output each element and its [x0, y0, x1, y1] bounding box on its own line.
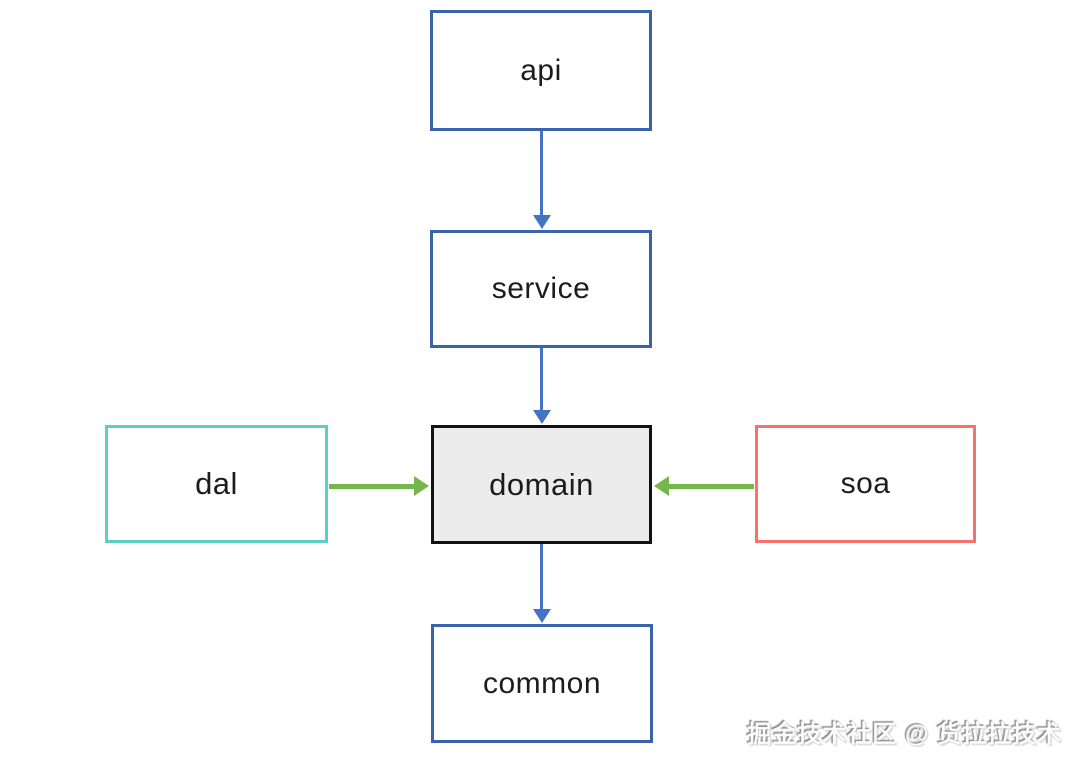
node-api: api [430, 10, 652, 131]
node-dal: dal [105, 425, 328, 543]
node-common: common [431, 624, 653, 743]
node-soa: soa [755, 425, 976, 543]
edge-service-to-domain-line [540, 348, 543, 411]
arrow-down-icon [533, 215, 551, 229]
node-domain: domain [431, 425, 652, 544]
edge-domain-to-common-line [540, 544, 543, 610]
arrow-down-icon [533, 609, 551, 623]
edge-soa-to-domain-line [669, 484, 754, 489]
node-service: service [430, 230, 652, 348]
node-domain-label: domain [489, 466, 594, 502]
node-soa-label: soa [840, 467, 891, 500]
arrow-down-icon [533, 410, 551, 424]
edge-dal-to-domain-line [329, 484, 415, 489]
edge-api-to-service-line [540, 131, 543, 216]
node-api-label: api [520, 53, 562, 87]
node-dal-label: dal [195, 466, 238, 501]
watermark: 掘金技术社区 @ 货拉拉技术 [747, 721, 1062, 748]
node-service-label: service [491, 272, 591, 305]
node-common-label: common [482, 666, 602, 700]
arrow-right-icon [414, 476, 429, 496]
arrow-left-icon [654, 476, 669, 496]
